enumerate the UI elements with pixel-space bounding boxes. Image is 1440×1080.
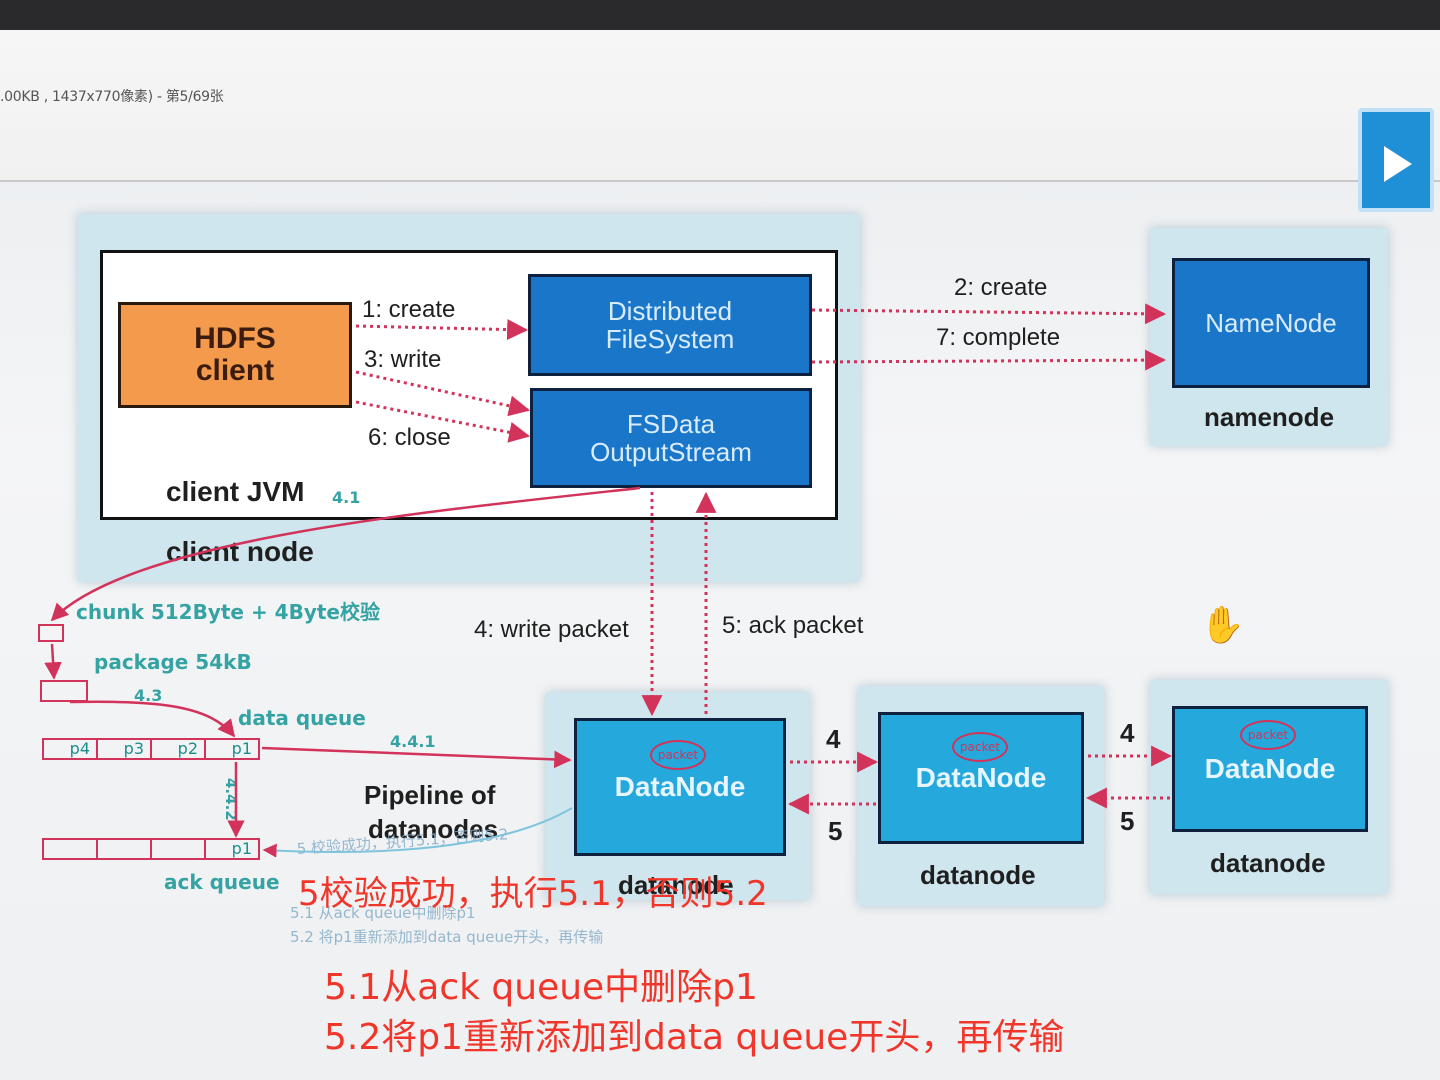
step-1-create: 1: create <box>362 296 456 323</box>
fsdata-outputstream-box: FSData OutputStream <box>530 388 812 488</box>
arrow-chunk-package <box>44 643 62 680</box>
namenode-box-label: NameNode <box>1205 307 1337 338</box>
arrow-7-complete <box>811 349 1167 371</box>
step-7-complete: 7: complete <box>936 324 1061 351</box>
ack-queue-cell: p1 <box>204 838 260 860</box>
hdfs-client-line1: HDFS <box>194 321 276 355</box>
slideshow-play-button[interactable] <box>1358 108 1434 212</box>
step-5-ack-packet: 5: ack packet <box>722 612 864 639</box>
pipeline-title-line2: datanodes <box>368 814 499 844</box>
client-node-label: client node <box>166 536 314 567</box>
faint-note-5-1: 5.1 从ack queue中删除p1 <box>290 904 476 922</box>
dfs-line2: FileSystem <box>605 324 735 354</box>
back-5-b: 5 <box>1120 806 1135 836</box>
arrow-4-3 <box>69 700 236 738</box>
datanode-2-packet-mark: packet <box>952 732 1008 762</box>
package-box <box>40 680 88 702</box>
package-annotation: package 54kB <box>94 650 252 674</box>
distributed-filesystem-box: Distributed FileSystem <box>528 274 812 376</box>
viewer-titlebar: .00KB , 1437x770像素) - 第5/69张 <box>0 30 1440 182</box>
overlay-note-line1: 5校验成功，执行5.1，否则5.2 <box>298 874 768 914</box>
datanode-1-label: datanode <box>618 870 734 900</box>
chunk-annotation: chunk 512Byte + 4Byte校验 <box>76 600 380 624</box>
step-4-1: 4.1 <box>332 488 361 507</box>
arrow-4-1 <box>50 486 641 622</box>
data-queue-cell: p1 <box>204 738 260 760</box>
data-queue-label: data queue <box>238 706 366 730</box>
dfs-line1: Distributed <box>607 295 733 326</box>
hdfs-client-line2: client <box>195 354 275 387</box>
hand-cursor-icon: ✋ <box>1200 604 1245 645</box>
overlay-note-line3: 5.2将p1重新添加到data queue开头，再传输 <box>324 1017 1065 1058</box>
step-4-4-1: 4.4.1 <box>390 732 436 751</box>
data-queue: p4 p3 p2 p1 <box>42 738 260 760</box>
arrow-2-create <box>811 303 1167 325</box>
arrow-5-ack-to-queue <box>262 807 573 858</box>
datanode-3-box-label: DataNode <box>1204 752 1336 784</box>
pipeline-title-line1: Pipeline of <box>364 780 496 810</box>
step-6-close: 6: close <box>368 424 451 451</box>
arrow-4-4-1 <box>261 746 572 769</box>
datanode-1-box-label: DataNode <box>614 770 746 802</box>
namenode-label: namenode <box>1204 402 1335 432</box>
arrow-6-close <box>355 400 531 443</box>
faint-note-5-2: 5.2 将p1重新添加到data queue开头，再传输 <box>290 928 604 946</box>
step-4-write-packet: 4: write packet <box>474 616 629 643</box>
datanode-3-packet-mark: packet <box>1240 720 1296 750</box>
chunk-box <box>38 624 64 642</box>
namenode-box: NameNode <box>1172 258 1370 388</box>
fwd-4-a: 4 <box>826 724 841 754</box>
fsdata-line1: FSData <box>626 408 716 439</box>
arrow-3-write <box>355 370 531 417</box>
datanode-2-label: datanode <box>920 860 1036 890</box>
step-3-write: 3: write <box>364 346 442 373</box>
arrow-1-create <box>355 319 529 341</box>
back-5-a: 5 <box>828 816 843 846</box>
ack-queue-label: ack queue <box>164 870 280 894</box>
fsdata-line2: OutputStream <box>590 437 752 467</box>
datanode-1-packet-mark: packet <box>650 740 706 770</box>
client-jvm-label: client JVM <box>166 476 305 507</box>
window-title: .00KB , 1437x770像素) - 第5/69张 <box>0 89 224 105</box>
hdfs-client-box: HDFS client <box>118 302 352 408</box>
overlay-note-line2: 5.1从ack queue中删除p1 <box>324 967 758 1008</box>
datanode-2-box-label: DataNode <box>915 761 1047 793</box>
play-icon <box>1384 146 1412 182</box>
ack-queue: p1 <box>42 838 260 860</box>
step-2-create: 2: create <box>954 274 1048 301</box>
fwd-4-b: 4 <box>1120 718 1135 748</box>
step-4-3: 4.3 <box>134 686 163 705</box>
datanode-3-label: datanode <box>1210 848 1326 878</box>
